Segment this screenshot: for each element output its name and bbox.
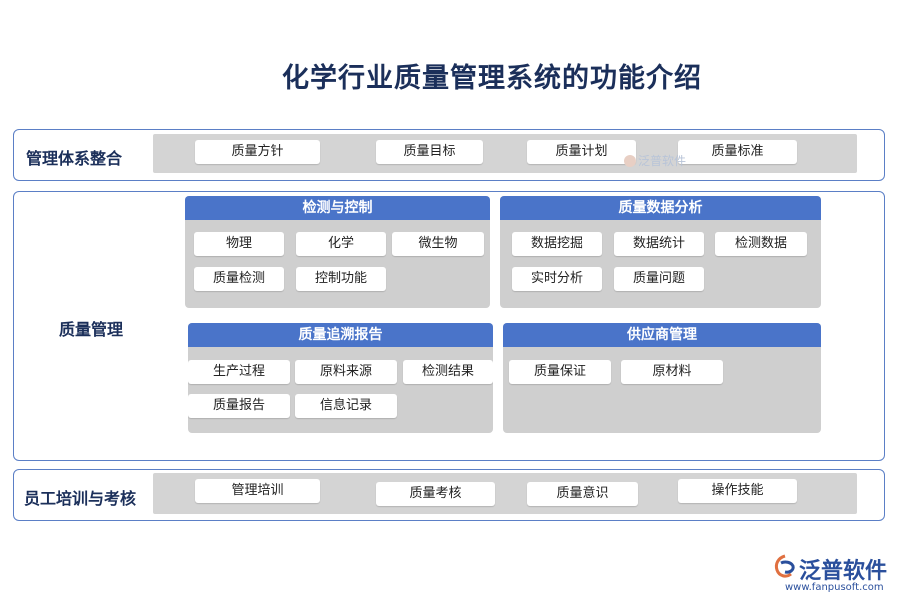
- page-title: 化学行业质量管理系统的功能介绍: [282, 63, 702, 94]
- item-chip: 质量问题: [614, 267, 704, 291]
- item-chip: 操作技能: [678, 479, 797, 503]
- item-chip: 信息记录: [295, 394, 397, 418]
- box-title: 质量数据分析: [500, 196, 821, 220]
- item-chip: 微生物: [392, 232, 484, 256]
- item-chip: 数据统计: [614, 232, 704, 256]
- box-quality-data-analysis: 质量数据分析 数据挖掘 数据统计 检测数据 实时分析 质量问题: [500, 196, 821, 308]
- logo-text: 泛普软件: [799, 559, 888, 584]
- training-assessment-panel: 员工培训与考核 管理培训 质量考核 质量意识 操作技能: [13, 469, 885, 521]
- item-chip: 原料来源: [295, 360, 397, 384]
- item-chip: 检测结果: [403, 360, 493, 384]
- fanpu-logo: 泛普软件 www.fanpusoft.com: [773, 553, 895, 598]
- logo-url: www.fanpusoft.com: [785, 582, 884, 593]
- panel-label: 管理体系整合: [26, 149, 123, 168]
- panel-label: 员工培训与考核: [24, 489, 137, 508]
- box-title: 检测与控制: [185, 196, 490, 220]
- panel-label: 质量管理: [59, 320, 124, 339]
- box-title: 供应商管理: [503, 323, 821, 347]
- item-chip: 控制功能: [296, 267, 386, 291]
- item-chip: 实时分析: [512, 267, 602, 291]
- item-chip: 质量考核: [376, 482, 495, 506]
- item-chip: 物理: [194, 232, 284, 256]
- box-inspection-control: 检测与控制 物理 化学 微生物 质量检测 控制功能: [185, 196, 490, 308]
- item-chip: 质量报告: [188, 394, 290, 418]
- item-chip: 质量计划: [527, 140, 636, 164]
- item-chip: 质量标准: [678, 140, 797, 164]
- item-chip: 管理培训: [195, 479, 320, 503]
- watermark-icon: [624, 155, 636, 167]
- item-chip: 质量保证: [509, 360, 611, 384]
- quality-management-panel: 质量管理 检测与控制 物理 化学 微生物 质量检测 控制功能 质量数据分析 数据…: [13, 191, 885, 461]
- item-chip: 质量目标: [376, 140, 483, 164]
- watermark: 泛普软件: [624, 152, 686, 169]
- item-chip: 质量意识: [527, 482, 638, 506]
- item-chip: 化学: [296, 232, 386, 256]
- management-system-panel: 管理体系整合 质量方针 质量目标 质量计划 质量标准: [13, 129, 885, 181]
- item-chip: 质量方针: [195, 140, 320, 164]
- logo-icon: [774, 554, 795, 578]
- box-supplier-management: 供应商管理 质量保证 原材料: [503, 323, 821, 433]
- box-title: 质量追溯报告: [188, 323, 493, 347]
- item-chip: 原材料: [621, 360, 723, 384]
- item-chip: 检测数据: [715, 232, 807, 256]
- item-chip: 数据挖掘: [512, 232, 602, 256]
- item-chip: 质量检测: [194, 267, 284, 291]
- item-chip: 生产过程: [188, 360, 290, 384]
- box-traceability-report: 质量追溯报告 生产过程 原料来源 检测结果 质量报告 信息记录: [188, 323, 493, 433]
